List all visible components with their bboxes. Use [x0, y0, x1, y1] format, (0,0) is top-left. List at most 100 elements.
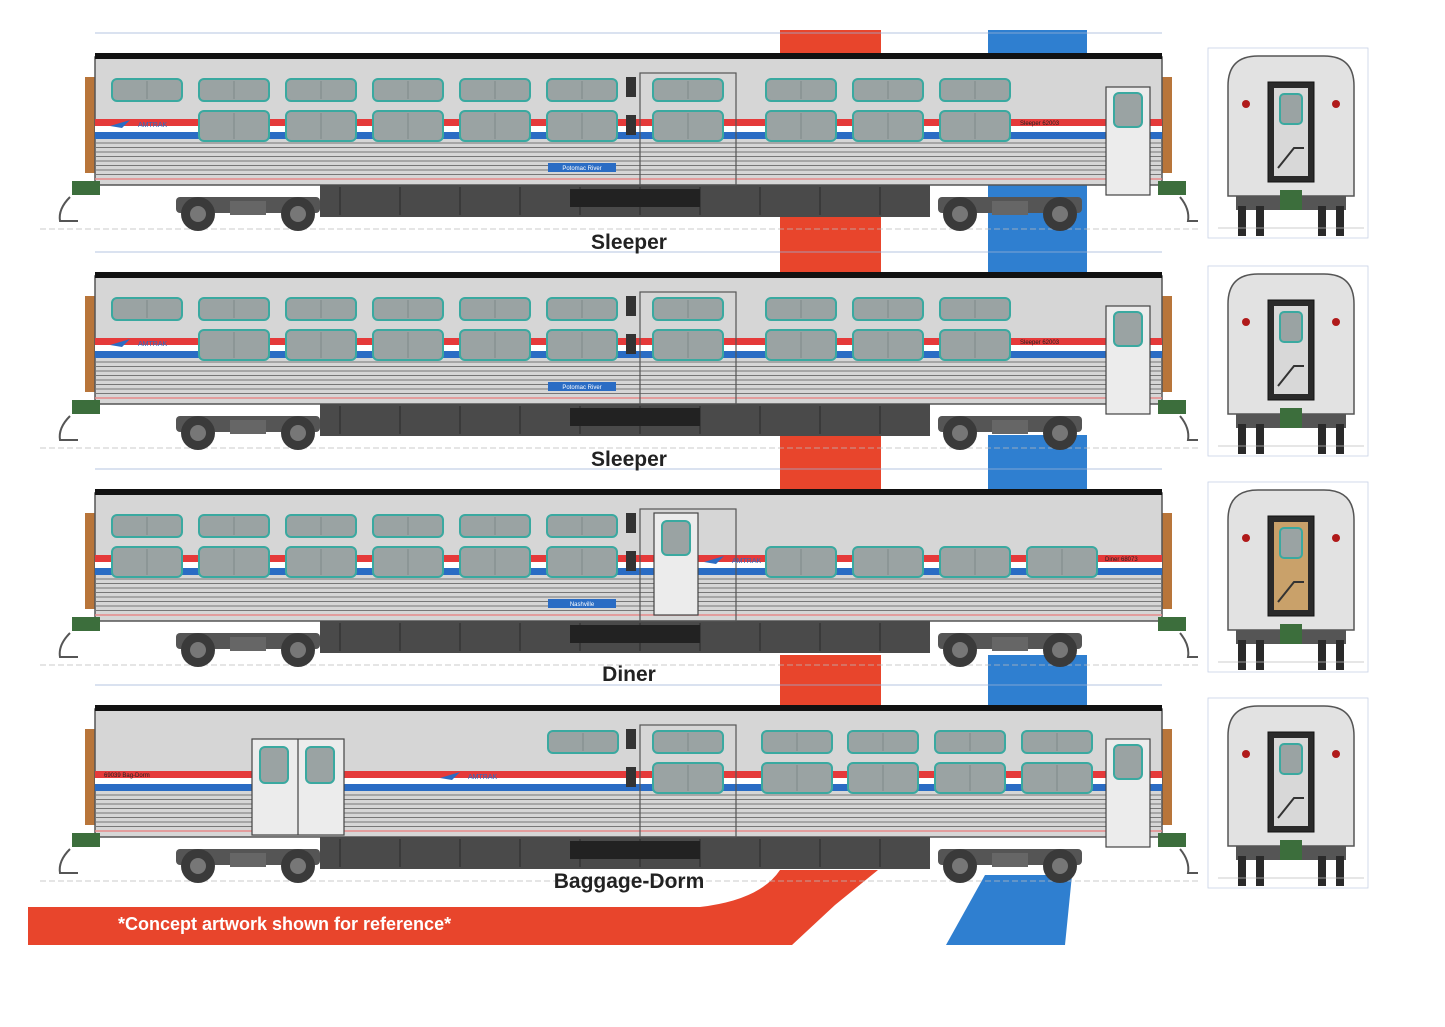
- wheel-hub: [952, 642, 968, 658]
- truck-bolster: [992, 420, 1028, 434]
- end-door-window: [1279, 743, 1303, 775]
- marker-lamp: [1332, 100, 1340, 108]
- end-coupler: [1280, 840, 1302, 860]
- wheel-hub: [952, 425, 968, 441]
- end-coupler: [1280, 624, 1302, 644]
- brand-logo: [704, 556, 724, 564]
- baggage-door-window: [259, 746, 289, 784]
- car-number-text: Sleeper 62003: [1020, 121, 1060, 127]
- marker-lamp: [1332, 750, 1340, 758]
- grab-rail: [1277, 797, 1304, 819]
- end-door-window: [1279, 527, 1303, 559]
- end-view-frame: [1207, 47, 1369, 239]
- truck-bolster: [992, 201, 1028, 215]
- end-wheel: [1256, 640, 1264, 670]
- car-name-plate: [548, 599, 616, 608]
- end-view-frame: [1207, 481, 1369, 673]
- equipment-box: [570, 841, 700, 859]
- coupler: [1158, 181, 1186, 195]
- marker-light: [626, 767, 636, 787]
- coupler: [72, 400, 100, 414]
- grab-rail: [1277, 581, 1304, 603]
- roof-line: [95, 705, 1162, 711]
- car-name-plate: [548, 163, 616, 172]
- equipment-box: [570, 189, 700, 207]
- brand-text: AMTRAK: [138, 341, 168, 348]
- car-label-2: Sleeper: [591, 448, 667, 471]
- marker-light: [626, 115, 636, 135]
- grab-rail: [1277, 147, 1304, 169]
- coupler: [1158, 833, 1186, 847]
- marker-lamp: [1332, 318, 1340, 326]
- wheel-hub: [1052, 642, 1068, 658]
- blue-stripe: [95, 351, 1162, 358]
- marker-lamp: [1242, 534, 1250, 542]
- blue-stripe: [95, 132, 1162, 139]
- brand-logo: [110, 120, 130, 128]
- end-view-frame: [1207, 697, 1369, 889]
- coupler: [72, 181, 100, 195]
- stair-section: [639, 508, 737, 622]
- coupler: [72, 833, 100, 847]
- hose: [58, 848, 78, 874]
- wheel-hub: [190, 206, 206, 222]
- hose: [58, 632, 78, 658]
- car-number-text: Sleeper 62003: [1020, 340, 1060, 346]
- marker-lamp: [1242, 750, 1250, 758]
- end-wheel: [1256, 206, 1264, 236]
- end-views: [1207, 47, 1369, 889]
- equipment-box: [570, 625, 700, 643]
- end-cap: [1162, 729, 1172, 825]
- end-door-window: [1279, 311, 1303, 343]
- end-wheel: [1318, 640, 1326, 670]
- end-wheel: [1238, 856, 1246, 886]
- wheel-hub: [190, 858, 206, 874]
- truck-bolster: [992, 637, 1028, 651]
- marker-lamp: [1332, 534, 1340, 542]
- truck-bolster: [230, 420, 266, 434]
- car-name-text: Potomac River: [562, 385, 601, 391]
- truck-bolster: [230, 637, 266, 651]
- door-window: [661, 520, 691, 556]
- marker-light: [626, 551, 636, 571]
- red-swoosh: [28, 870, 878, 945]
- car-number-text: 69039 Bag-Dorm: [104, 773, 150, 779]
- blue-stripe: [95, 784, 1162, 791]
- brand-logo: [110, 339, 130, 347]
- coupler: [1158, 400, 1186, 414]
- end-cap: [85, 296, 95, 392]
- marker-light: [626, 729, 636, 749]
- marker-lamp: [1242, 318, 1250, 326]
- hose: [1179, 848, 1198, 874]
- car-label-3: Diner: [602, 663, 656, 686]
- end-cap: [1162, 296, 1172, 392]
- end-wheel: [1238, 424, 1246, 454]
- end-view-4: [1207, 697, 1369, 889]
- car-label-1: Sleeper: [591, 231, 667, 254]
- car-name-text: Nashville: [570, 602, 595, 608]
- hose: [58, 415, 78, 441]
- wheel-hub: [190, 425, 206, 441]
- truck-bolster: [230, 201, 266, 215]
- end-cap: [85, 77, 95, 173]
- door-window: [1113, 744, 1143, 780]
- end-cap: [1162, 77, 1172, 173]
- hose: [1179, 415, 1198, 441]
- wheel-hub: [290, 425, 306, 441]
- wheel-hub: [290, 206, 306, 222]
- end-cap: [85, 513, 95, 609]
- blue-band-segment: [988, 655, 1087, 705]
- stair-section: [639, 72, 737, 186]
- end-wheel: [1238, 206, 1246, 236]
- car-number-text: Diner 68073: [1105, 557, 1138, 563]
- coupler: [72, 617, 100, 631]
- car-label-4: Baggage-Dorm: [553, 870, 705, 893]
- equipment-box: [570, 408, 700, 426]
- end-wheel: [1256, 856, 1264, 886]
- hose: [1179, 632, 1198, 658]
- end-wheel: [1336, 640, 1344, 670]
- door-window: [1113, 92, 1143, 128]
